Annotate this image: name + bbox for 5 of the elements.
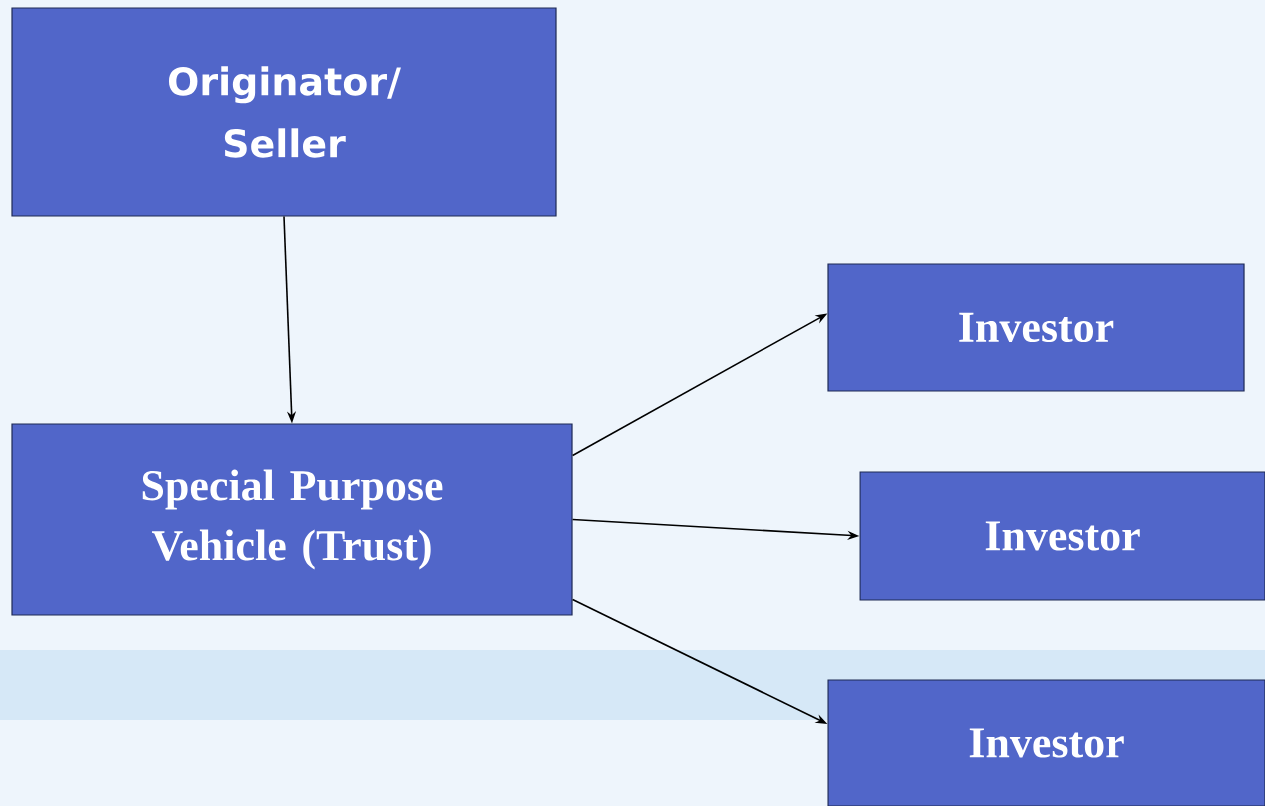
process-box: Investor: [859, 471, 1265, 601]
process-box: Investor: [827, 679, 1265, 806]
process-box: Special Purpose Vehicle (Trust): [11, 423, 573, 616]
process-box: Originator/ Seller: [11, 7, 557, 217]
process-box: Investor: [827, 263, 1245, 392]
